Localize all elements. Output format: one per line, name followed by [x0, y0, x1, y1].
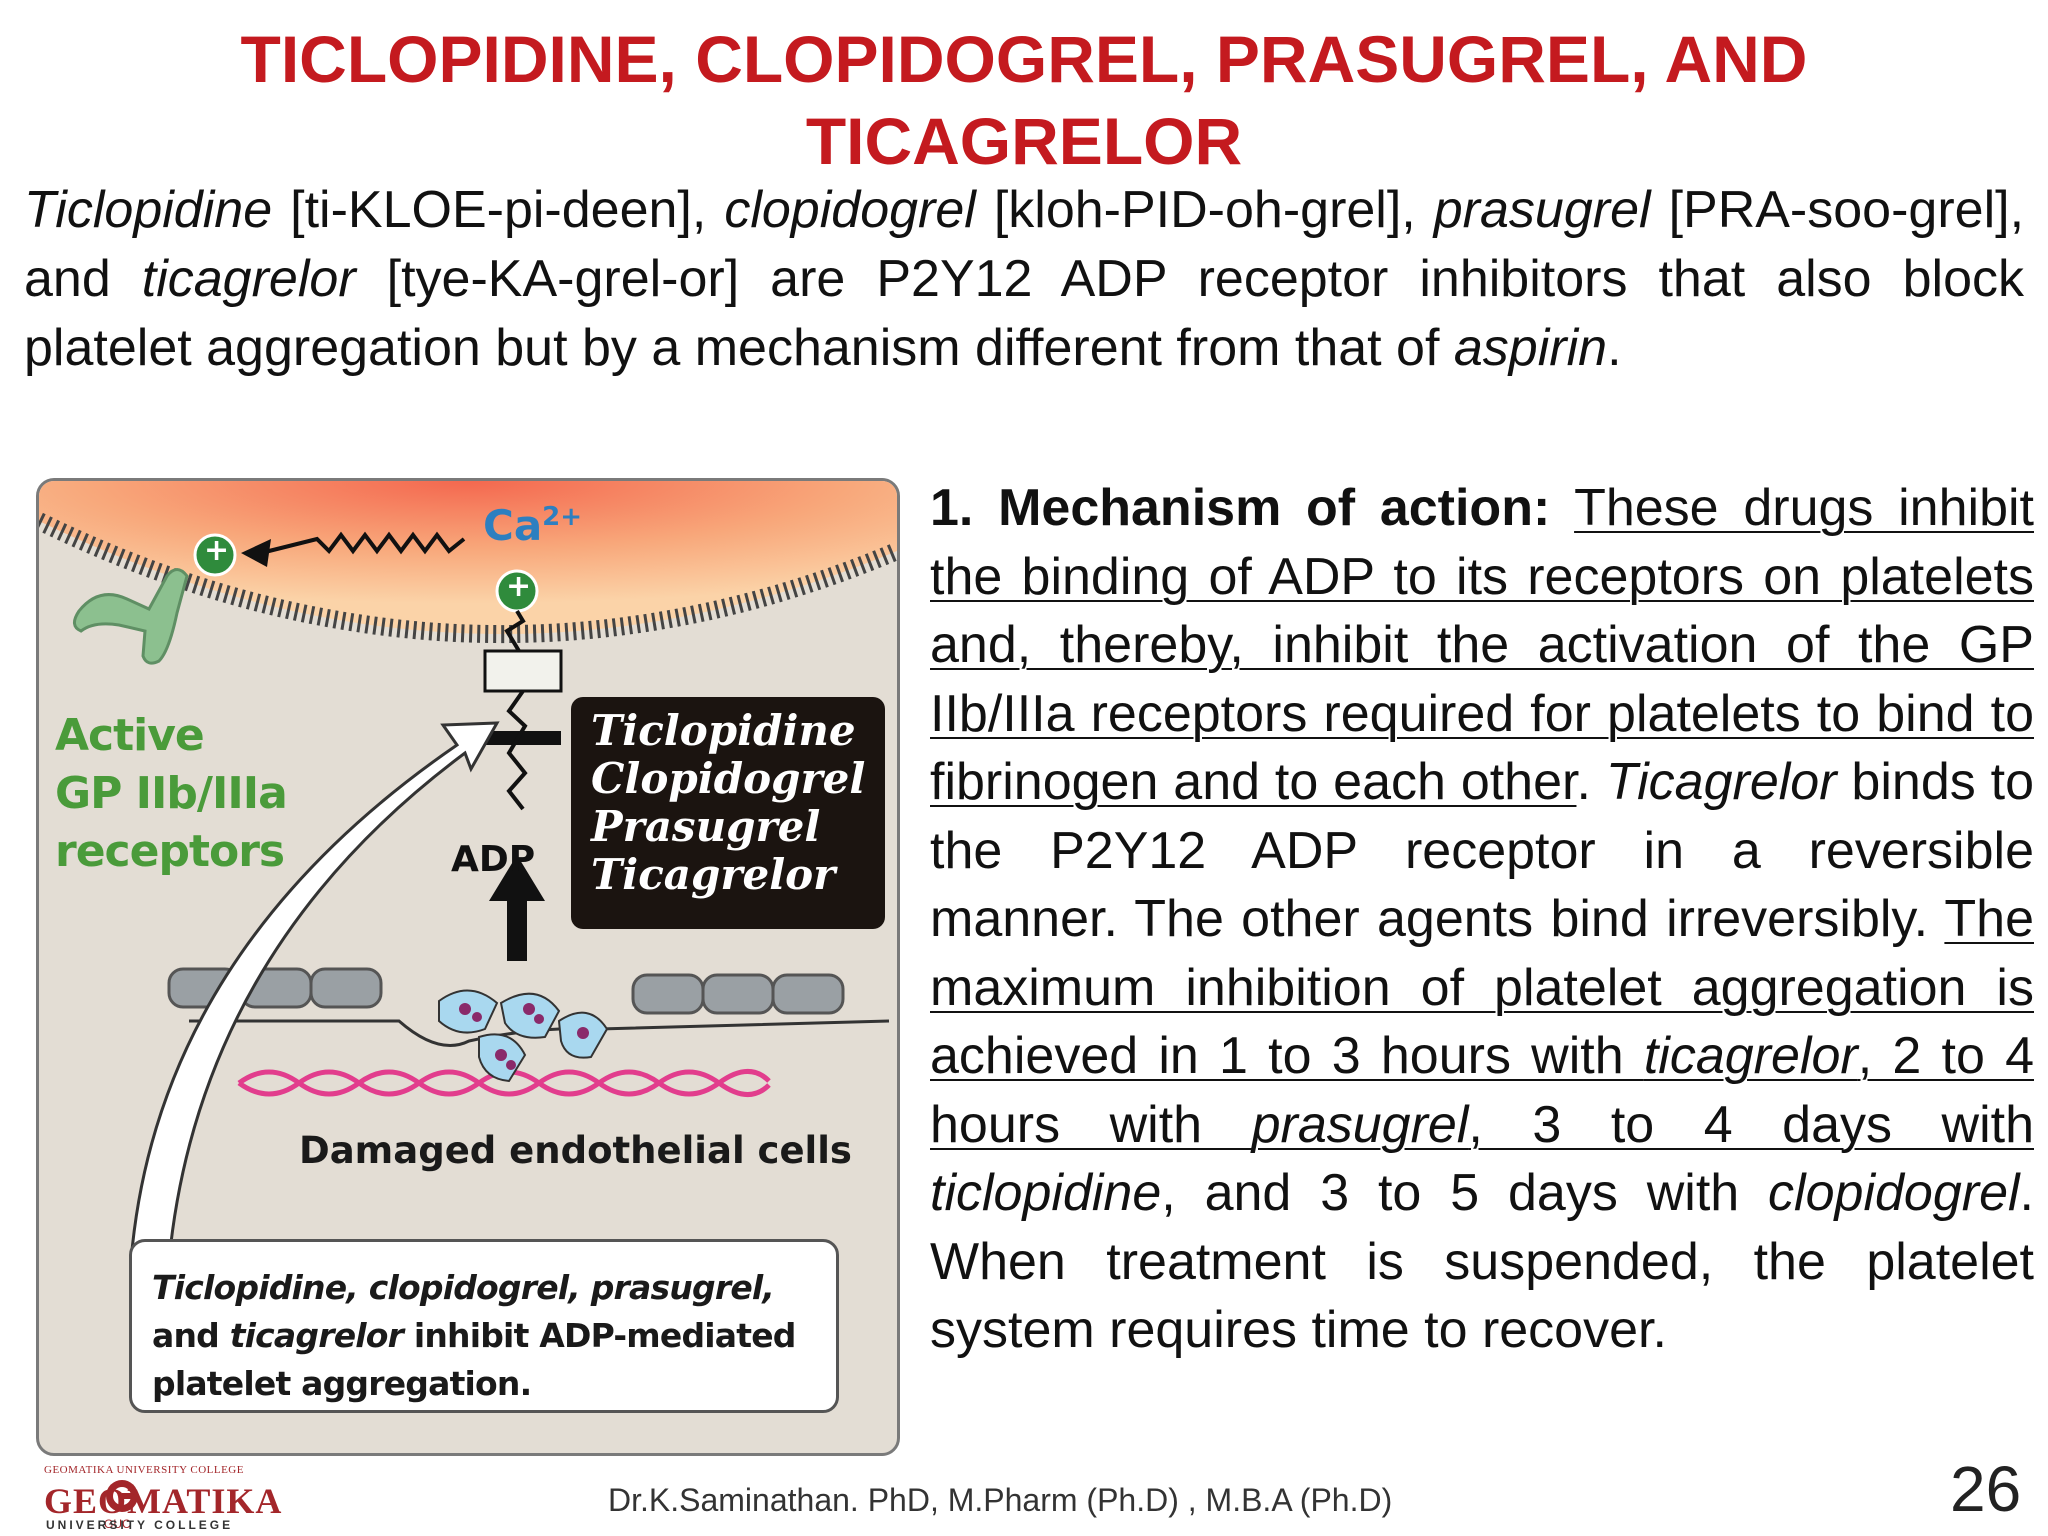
footer-author: Dr.K.Saminathan. PhD, M.Pharm (Ph.D) , M… — [608, 1482, 1393, 1518]
mechanism-clopidogrel: clopidogrel — [1768, 1164, 2020, 1222]
logo-main-text: GEOMATIKA — [44, 1481, 283, 1521]
calcium-charge: 2+ — [542, 502, 583, 532]
mechanism-underlined-prasugrel: prasugrel — [1251, 1095, 1469, 1154]
caption-inhibit: inhibit ADP-mediated — [403, 1316, 797, 1355]
pronunciation-prasugrel: [PRA-soo-grel], and — [24, 181, 2025, 308]
platelet-cell — [39, 481, 897, 635]
slide-title: TICLOPIDINE, CLOPIDOGREL, PRASUGREL, AND… — [0, 18, 2048, 182]
pronunciation-clopidogrel: [kloh-PID-oh-grel], — [975, 181, 1434, 239]
drug-list-item: Ticlopidine — [591, 706, 856, 755]
drug-list-box: Ticlopidine Clopidogrel Prasugrel Ticagr… — [571, 697, 885, 929]
drug-list-item: Clopidogrel — [591, 754, 866, 803]
mechanism-text-3: , and 3 to 5 days with — [1161, 1164, 1769, 1222]
logo-sub-text: UNIVERSITY COLLEGE — [46, 1518, 234, 1532]
p2y12-receptor — [483, 649, 563, 693]
damaged-cells-label: Damaged endothelial cells — [299, 1129, 852, 1172]
drug-aspirin: aspirin — [1453, 319, 1608, 377]
mechanism-underlined-2: The maximum inhibition of platelet aggre… — [930, 890, 2034, 1085]
mechanism-text-4: . When treatment is suspended, the plate… — [930, 1164, 2034, 1359]
pronunciation-ticlopidine: [ti-KLOE-pi-deen], — [272, 181, 725, 239]
caption-line3: platelet aggregation. — [152, 1364, 532, 1403]
mechanism-illustration — [39, 481, 897, 1263]
caption-drugs: Ticlopidine, clopidogrel, prasugrel, — [152, 1268, 775, 1307]
slide-title-line2: TICAGRELOR — [805, 104, 1243, 178]
drug-ticlopidine: Ticlopidine — [24, 181, 273, 239]
calcium-symbol: Ca — [483, 501, 543, 550]
signal-arrow-icon — [504, 609, 526, 653]
mechanism-text-2: binds to the P2Y12 ADP receptor in a rev… — [930, 753, 2034, 948]
mechanism-figure: Active GP IIb/IIIa receptors Ca2+ + + AD… — [36, 478, 900, 1456]
drug-list-item: Prasugrel — [591, 802, 821, 851]
mechanism-heading: 1. Mechanism of action: — [930, 479, 1551, 537]
adp-zigzag-icon — [506, 689, 528, 811]
adp-label: ADP — [451, 839, 536, 880]
drug-prasugrel: prasugrel — [1433, 181, 1651, 239]
caption-and: and — [152, 1316, 230, 1355]
intro-paragraph: Ticlopidine [ti-KLOE-pi-deen], clopidogr… — [24, 176, 2024, 383]
mechanism-ticlopidine: ticlopidine — [930, 1164, 1162, 1222]
mechanism-underlined-3: , 2 to 4 hours with — [930, 1027, 2034, 1154]
gp-receptor-icon — [73, 568, 189, 665]
logo-mark: GUC — [104, 1517, 131, 1531]
plus-sign-calcium: + — [506, 569, 532, 604]
drug-list-item: Ticagrelor — [591, 850, 836, 899]
figure-caption: Ticlopidine, clopidogrel, prasugrel, and… — [129, 1239, 839, 1413]
active-gp-receptor-label: Active GP IIb/IIIa receptors — [55, 707, 288, 881]
inhibition-bar — [485, 731, 561, 745]
endothelial-cells — [167, 967, 845, 1015]
caption-line2: and ticagrelor inhibit ADP-mediated — [152, 1312, 836, 1360]
mechanism-paragraph: 1. Mechanism of action: These drugs inhi… — [930, 474, 2034, 1365]
active-line2: GP IIb/IIIa — [55, 768, 288, 819]
drug-clopidogrel: clopidogrel — [724, 181, 976, 239]
active-line3: receptors — [55, 826, 285, 877]
page-number: 26 — [1950, 1453, 2022, 1525]
logo-small-text: GEOMATIKA UNIVERSITY COLLEGE — [44, 1464, 244, 1476]
mechanism-underlined-1: These drugs inhibit the binding of ADP t… — [930, 479, 2034, 811]
college-logo-icon: GUC — [104, 1480, 138, 1531]
calcium-label: Ca2+ — [483, 501, 582, 550]
intro-rest: [tye-KA-grel-or] are P2Y12 ADP receptor … — [24, 250, 2024, 377]
plus-sign-receptor: + — [204, 533, 230, 568]
plus-icon-receptor — [193, 533, 237, 577]
arrowhead-icon — [241, 539, 271, 567]
mechanism-underlined-4: , 3 to 4 days with — [1468, 1095, 2034, 1154]
zigzag-arrow-icon — [260, 531, 466, 555]
mechanism-text-1: . — [1576, 753, 1606, 811]
up-arrow-icon — [489, 855, 545, 961]
large-curved-arrow-icon — [129, 721, 500, 1263]
caption-ticagrelor: ticagrelor — [229, 1316, 404, 1355]
active-line1: Active — [55, 710, 205, 761]
mechanism-ticagrelor: Ticagrelor — [1605, 753, 1837, 811]
intro-end: . — [1607, 319, 1622, 377]
slide-title-line1: TICLOPIDINE, CLOPIDOGREL, PRASUGREL, AND — [240, 22, 1808, 96]
platelet-granules — [459, 1003, 589, 1070]
drug-ticagrelor: ticagrelor — [141, 250, 356, 308]
mechanism-underlined-ticagrelor: ticagrelor — [1643, 1027, 1858, 1085]
caption-line1: Ticlopidine, clopidogrel, prasugrel, — [152, 1264, 836, 1312]
